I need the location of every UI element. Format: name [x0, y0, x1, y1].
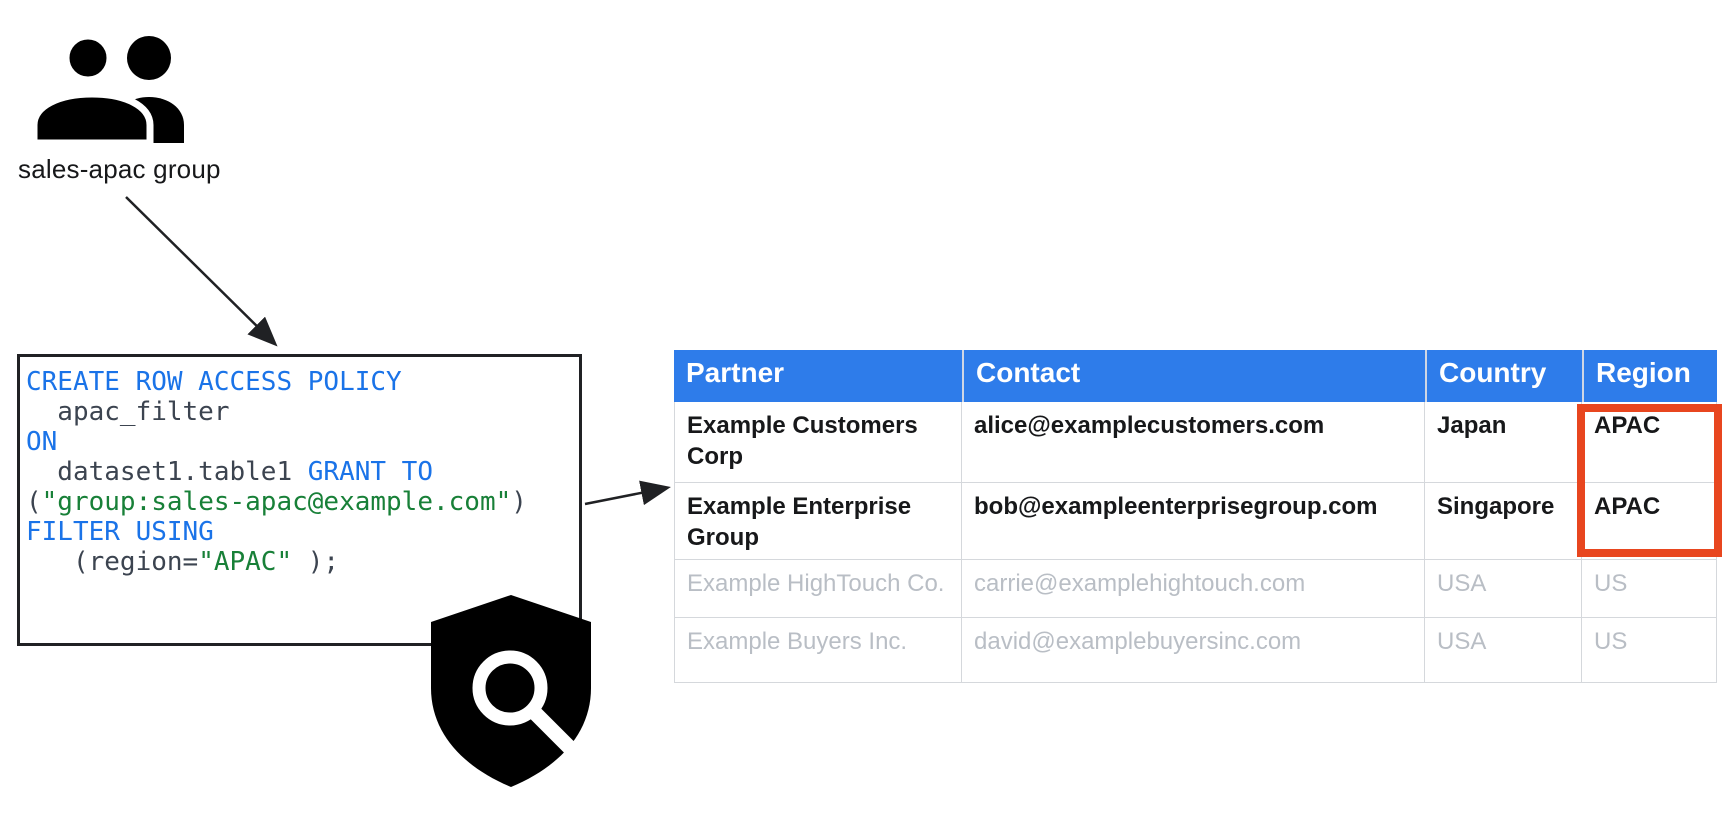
code-line: ON [26, 427, 58, 457]
partner-table: Partner Contact Country Region Example C… [674, 350, 1717, 683]
country-cell: Singapore [1425, 483, 1582, 560]
arrow-policy-to-table [584, 480, 671, 506]
people-icon [30, 36, 184, 146]
arrow-group-to-policy [125, 196, 278, 347]
code-line: ("group:sales-apac@example.com") [26, 487, 527, 517]
contact-cell: carrie@examplehightouch.com [962, 560, 1425, 618]
shield-search-icon [431, 595, 593, 787]
column-header-contact: Contact [962, 350, 1425, 402]
row-access-policy-code-box: CREATE ROW ACCESS POLICY apac_filter ON … [17, 354, 582, 646]
partner-cell: Example Enterprise Group [674, 483, 962, 560]
country-cell: USA [1425, 560, 1582, 618]
table-header-row: Partner Contact Country Region [674, 350, 1717, 402]
column-header-partner: Partner [674, 350, 962, 402]
code-line: dataset1.table1 GRANT TO [26, 457, 433, 487]
partner-cell: Example Buyers Inc. [674, 618, 962, 683]
table-row: Example Buyers Inc. david@examplebuyersi… [674, 618, 1717, 683]
table-row: Example Enterprise Group bob@exampleente… [674, 483, 1717, 560]
region-cell: APAC [1582, 402, 1717, 483]
code-line: FILTER USING [26, 517, 214, 547]
country-cell: Japan [1425, 402, 1582, 483]
region-highlight-box [1577, 404, 1722, 557]
group-label: sales-apac group [18, 154, 221, 184]
region-cell: US [1582, 618, 1717, 683]
partner-cell: Example HighTouch Co. [674, 560, 962, 618]
partner-cell: Example Customers Corp [674, 402, 962, 483]
table-row: Example HighTouch Co. carrie@examplehigh… [674, 560, 1717, 618]
region-cell: US [1582, 560, 1717, 618]
code-line: CREATE ROW ACCESS POLICY [26, 367, 402, 397]
code-line: apac_filter [26, 397, 230, 427]
region-cell: APAC [1582, 483, 1717, 560]
column-header-country: Country [1425, 350, 1582, 402]
contact-cell: alice@examplecustomers.com [962, 402, 1425, 483]
country-cell: USA [1425, 618, 1582, 683]
contact-cell: bob@exampleenterprisegroup.com [962, 483, 1425, 560]
contact-cell: david@examplebuyersinc.com [962, 618, 1425, 683]
table-row: Example Customers Corp alice@examplecust… [674, 402, 1717, 483]
code-line: (region="APAC" ); [26, 547, 340, 577]
column-header-region: Region [1582, 350, 1717, 402]
